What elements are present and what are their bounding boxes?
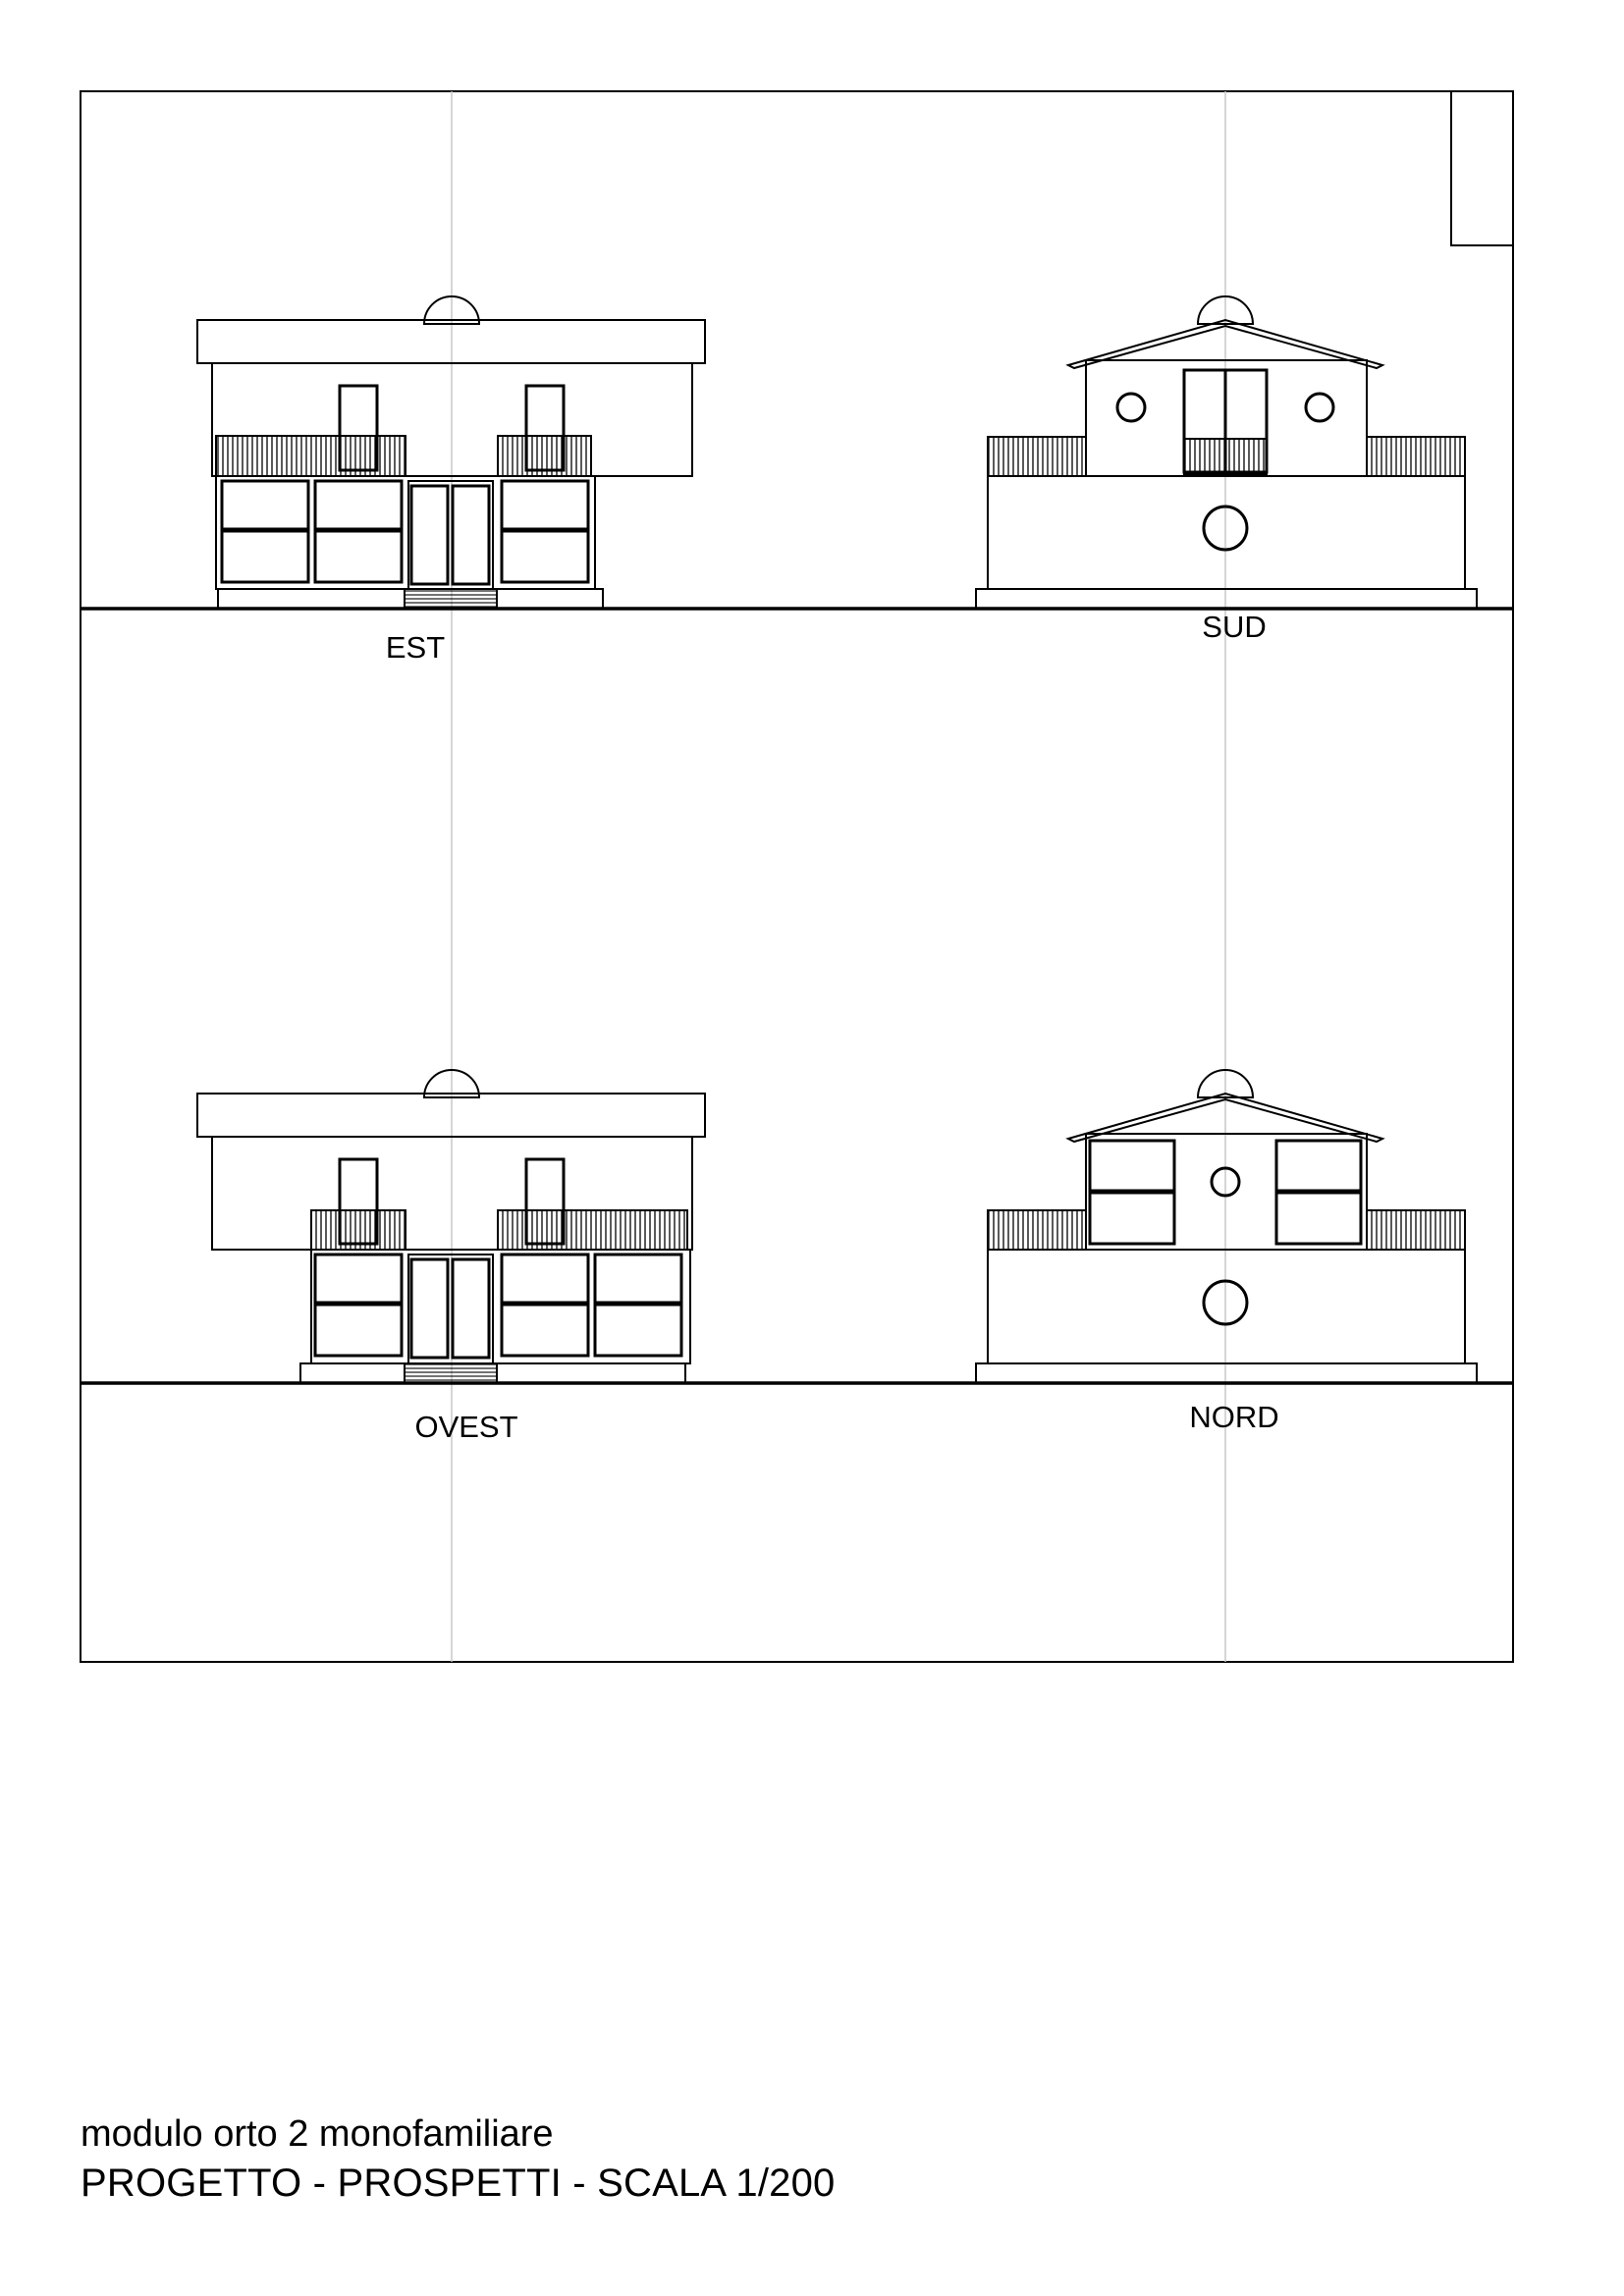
plinth: [975, 1362, 1478, 1384]
terrace-railing-right: [1366, 1209, 1466, 1251]
label-ovest: OVEST: [414, 1410, 517, 1444]
door-leaf-right: [451, 484, 491, 586]
gable-roof: [1065, 318, 1385, 370]
railing-right: [497, 1209, 688, 1251]
label-est: EST: [386, 630, 445, 665]
label-sud: SUD: [1202, 610, 1266, 644]
steps: [404, 1362, 498, 1384]
project-subtitle: modulo orto 2 monofamiliare: [81, 2113, 554, 2155]
elevation-sud: [975, 295, 1478, 610]
gable-roof: [1065, 1092, 1385, 1144]
round-window-upper: [1210, 1166, 1241, 1198]
round-window-right: [1304, 392, 1335, 423]
project-title: PROGETTO - PROSPETTI - SCALA 1/200: [81, 2162, 836, 2205]
terrace-railing-left: [987, 436, 1087, 477]
round-window-center: [1202, 505, 1249, 552]
round-window-left: [1115, 392, 1147, 423]
ground-floor-wall: [987, 475, 1466, 590]
terrace-railing-right: [1366, 436, 1466, 477]
dome: [1196, 295, 1255, 325]
elevation-ovest: [196, 1069, 706, 1384]
door-leaf-left: [409, 484, 450, 586]
label-nord: NORD: [1189, 1400, 1278, 1434]
terrace-railing-left: [987, 1209, 1087, 1251]
steps: [404, 588, 498, 610]
dome: [1196, 1069, 1255, 1098]
elevation-nord: [975, 1069, 1478, 1384]
balcony-railing: [1183, 438, 1268, 475]
corner-box: [1450, 91, 1513, 246]
title-block: modulo orto 2 monofamiliare PROGETTO - P…: [81, 2110, 836, 2209]
dome: [422, 295, 481, 325]
ground-floor-wall: [987, 1249, 1466, 1364]
elevation-est: [196, 295, 706, 610]
railing-left: [215, 435, 406, 477]
dome: [422, 1069, 481, 1098]
door: [407, 1254, 494, 1364]
door: [407, 480, 494, 590]
door-leaf-left: [409, 1257, 450, 1360]
round-window-center: [1202, 1279, 1249, 1326]
door-leaf-right: [451, 1257, 491, 1360]
railing-right: [497, 435, 592, 477]
railing-left: [310, 1209, 406, 1251]
plinth: [975, 588, 1478, 610]
drawing-frame: [80, 90, 1514, 1663]
